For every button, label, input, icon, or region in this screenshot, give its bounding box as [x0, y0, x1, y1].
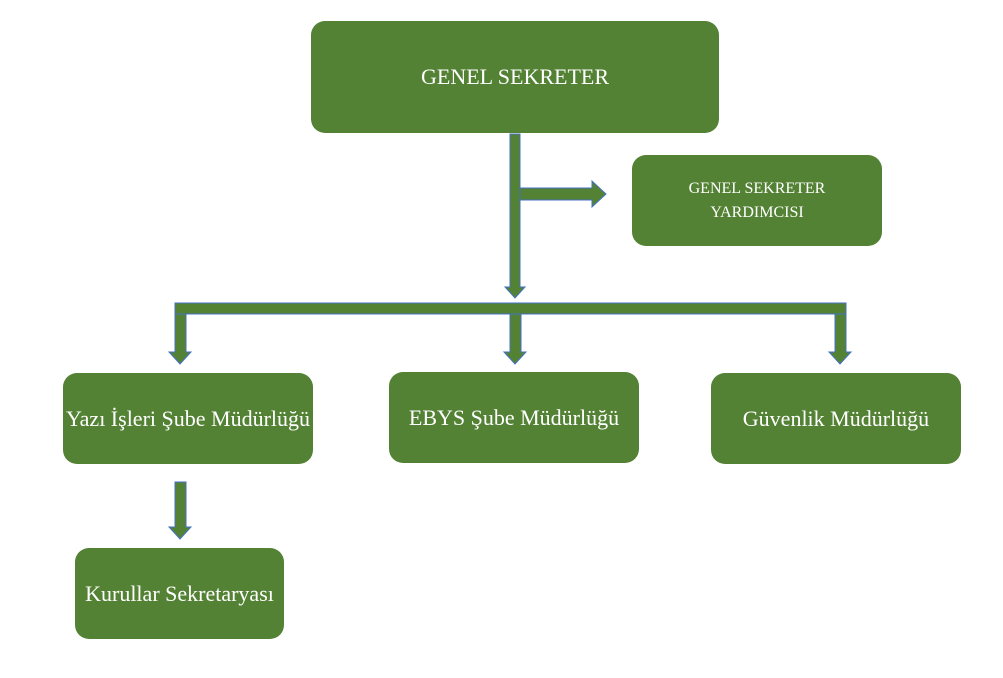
deputy-arrow [519, 179, 607, 209]
horizontal-bus [174, 302, 847, 315]
drop-arrow-ebys [502, 313, 528, 365]
node-label: GENEL SEKRETER YARDIMCISI [688, 179, 826, 221]
node-label: EBYS Şube Müdürlüğü [408, 404, 620, 430]
drop-arrow-guvenlik [827, 313, 853, 365]
node-genel-sekreter-yardimcisi: GENEL SEKRETER YARDIMCISI [632, 155, 882, 246]
node-genel-sekreter: GENEL SEKRETER [311, 21, 719, 133]
node-label: Kurullar Sekretaryası [85, 580, 274, 606]
node-label: GENEL SEKRETER [421, 64, 609, 90]
trunk-arrow [503, 133, 527, 299]
node-label: Güvenlik Müdürlüğü [742, 405, 930, 431]
drop-arrow-yazi [167, 313, 193, 365]
node-yazi-isleri: Yazı İşleri Şube Müdürlüğü [63, 373, 313, 464]
node-label: Yazı İşleri Şube Müdürlüğü [65, 405, 311, 431]
node-ebys: EBYS Şube Müdürlüğü [389, 372, 639, 463]
node-kurullar: Kurullar Sekretaryası [75, 548, 284, 639]
drop-arrow-kurullar [167, 481, 193, 540]
node-guvenlik: Güvenlik Müdürlüğü [711, 373, 961, 464]
